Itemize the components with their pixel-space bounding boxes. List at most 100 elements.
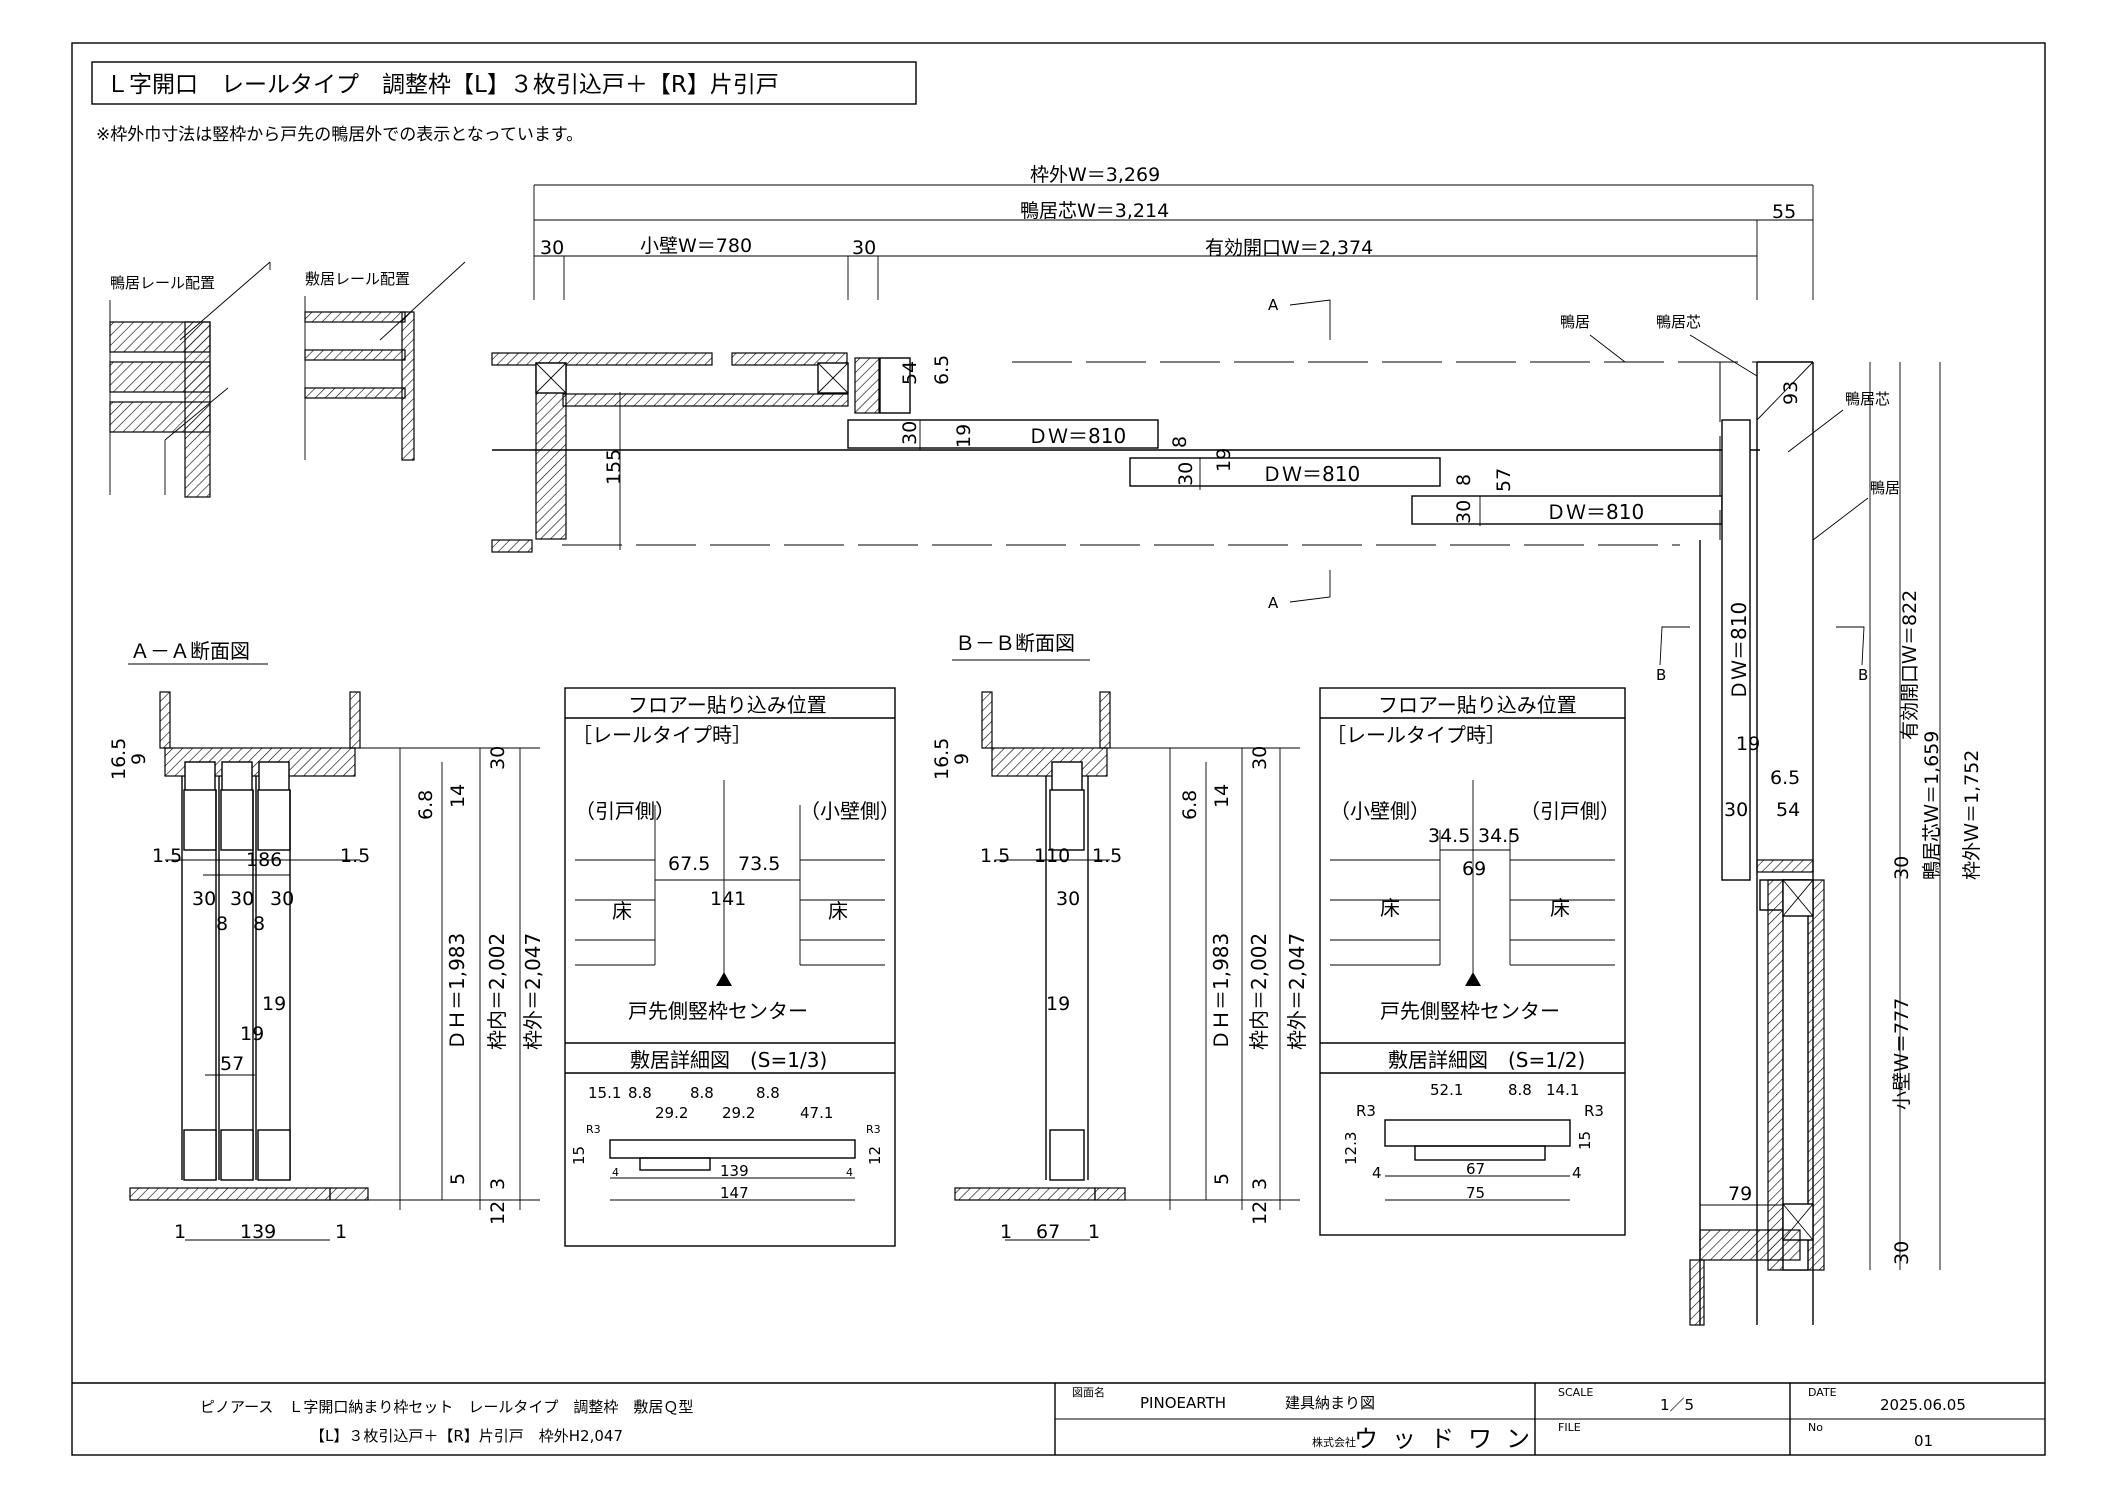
fl-47-1: 47.1 [800, 1104, 833, 1122]
bb-dim-30: 30 [1056, 888, 1080, 910]
aa-dim-1-5-right: 1.5 [340, 845, 370, 867]
bb-dim-3: 3 [1249, 1178, 1271, 1190]
floor-left-floor-r: 床 [828, 899, 848, 923]
right-small-wall-width: 小壁Ｗ＝777 [1891, 998, 1913, 1110]
section-bb-title: Ｂ－Ｂ断面図 [955, 631, 1075, 655]
right-dim-30-bottom: 30 [1891, 1241, 1913, 1265]
aa-door-height: ＤＨ＝1,983 [445, 933, 469, 1050]
right-effective-width: 有効開口Ｗ＝822 [1899, 590, 1921, 740]
company-prefix: 株式会社 [1312, 1435, 1356, 1449]
aa-dim-1-right: 1 [335, 1221, 347, 1243]
aa-dim-30-1: 30 [192, 888, 216, 910]
plan-dim-57: 57 [1493, 468, 1515, 492]
drawing-name: 建具納まり図 [1285, 1394, 1375, 1412]
aa-dim-9: 9 [128, 753, 150, 765]
date-value: 2025.06.05 [1880, 1396, 1966, 1414]
kamoi-core-width-label: 鴨居芯W＝3,214 [1020, 200, 1169, 222]
fl-r3-right: R3 [866, 1123, 881, 1136]
fr-12-3: 12.3 [1342, 1132, 1360, 1165]
aa-dim-14: 14 [447, 784, 469, 808]
bb-dim-6-8: 6.8 [1179, 790, 1201, 820]
no-value: 01 [1914, 1432, 1933, 1450]
aa-frame-outer: 枠外＝2,047 [521, 933, 545, 1050]
fl-15-1: 15.1 [588, 1084, 621, 1102]
aa-dim-1-left: 1 [174, 1221, 186, 1243]
scale-label: SCALE [1558, 1386, 1593, 1399]
aa-dim-5: 5 [447, 1173, 469, 1185]
bb-dim-12: 12 [1249, 1201, 1271, 1225]
floor-right-floor-l: 床 [1380, 896, 1400, 920]
floor-left-subtitle: ［レールタイプ時］ [572, 723, 752, 747]
right-dim-54: 54 [1776, 799, 1800, 821]
bb-dim-5: 5 [1211, 1173, 1233, 1185]
fl-r3-left: R3 [586, 1123, 601, 1136]
bb-dim-1-right: 1 [1088, 1221, 1100, 1243]
aa-dim-19-2: 19 [240, 1023, 264, 1045]
title-block: ピノアース Ｌ字開口納まり枠セット レールタイプ 調整枠 敷居Ｑ型 【L】３枚引… [72, 1382, 2045, 1455]
floor-detail-right: フロアー貼り込み位置 ［レールタイプ時］ （小壁側） （引戸側） 34.5 34… [1319, 687, 1626, 1236]
plan-dim-30-a: 30 [899, 421, 921, 445]
section-marker-a-bottom: A [1268, 594, 1279, 612]
fr-8-8: 8.8 [1508, 1081, 1532, 1099]
floor-right-side-r: （引戸側） [1520, 799, 1620, 823]
floor-left-side-r: （小壁側） [800, 799, 900, 823]
plan-dim-6-5: 6.5 [931, 355, 953, 385]
right-dim-6-5: 6.5 [1770, 767, 1800, 789]
door-width-1: ＤＷ＝810 [1028, 424, 1126, 448]
plan-view: ＤＷ＝810 ＤＷ＝810 ＤＷ＝810 54 6.5 30 19 8 30 1… [491, 296, 1900, 684]
file-label: FILE [1558, 1421, 1581, 1434]
shiki-rail-diagram: 敷居レール配置 [304, 261, 466, 461]
plan-dim-19-b: 19 [1213, 448, 1235, 472]
bb-dim-1-5-left: 1.5 [980, 845, 1010, 867]
plan-dimensions: 枠外W＝3,269 鴨居芯W＝3,214 55 30 小壁W＝780 30 有効… [533, 164, 1814, 300]
fl-139: 139 [720, 1162, 749, 1180]
fl-8-8-c: 8.8 [756, 1084, 780, 1102]
door-width-2: ＤＷ＝810 [1262, 462, 1360, 486]
aa-dim-30-2: 30 [230, 888, 254, 910]
dim-30-mid: 30 [852, 237, 876, 259]
floor-right-subtitle: ［レールタイプ時］ [1326, 723, 1506, 747]
company-name: ウッドワン [1354, 1425, 1544, 1453]
bb-dim-110: 110 [1034, 845, 1070, 867]
title-desc-line2: 【L】３枚引込戸＋【R】片引戸 枠外H2,047 [310, 1427, 623, 1445]
fr-75: 75 [1466, 1184, 1485, 1202]
right-dim-79: 79 [1728, 1183, 1752, 1205]
fl-29-2-b: 29.2 [722, 1104, 755, 1122]
dim-30-left: 30 [540, 237, 564, 259]
scale-value: 1／5 [1660, 1396, 1694, 1414]
kamoi-label: 鴨居 [1560, 313, 1590, 331]
brand-name: PINOEARTH [1140, 1394, 1226, 1412]
bb-dim-30-top: 30 [1249, 746, 1271, 770]
drawing-name-label: 図面名 [1072, 1385, 1105, 1399]
fr-67: 67 [1466, 1160, 1485, 1178]
bb-dim-9: 9 [951, 753, 973, 765]
fr-r3-left: R3 [1356, 1102, 1376, 1120]
floor-left-detail-title: 敷居詳細図 (S=1/3) [630, 1048, 827, 1072]
bb-dim-1-left: 1 [1000, 1221, 1012, 1243]
section-marker-a-top: A [1268, 296, 1279, 314]
floor-detail-left: フロアー貼り込み位置 ［レールタイプ時］ （引戸側） （小壁側） 67.5 73… [564, 687, 900, 1247]
plan-dim-155: 155 [603, 449, 625, 485]
effective-opening-label: 有効開口W＝2,374 [1205, 237, 1373, 259]
fl-4-right: 4 [846, 1166, 853, 1179]
plan-dim-30-c: 30 [1453, 500, 1475, 524]
aa-dim-30-top: 30 [487, 746, 509, 770]
title-desc-line1: ピノアース Ｌ字開口納まり枠セット レールタイプ 調整枠 敷居Ｑ型 [200, 1398, 693, 1416]
right-door-width: ＤＷ＝810 [1727, 602, 1751, 700]
bb-dim-1-5-right: 1.5 [1092, 845, 1122, 867]
kamoi-label-2: 鴨居 [1870, 479, 1900, 497]
right-dim-30: 30 [1724, 799, 1748, 821]
aa-dim-6-8: 6.8 [415, 790, 437, 820]
kamoi-core-label: 鴨居芯 [1656, 313, 1701, 331]
fl-29-2-a: 29.2 [655, 1104, 688, 1122]
section-aa: Ａ－Ａ断面図 16.5 9 1.5 186 1.5 30 30 30 8 [108, 639, 545, 1243]
right-plan-view: ＤＷ＝810 19 6.5 30 54 79 有効開口Ｗ＝822 鴨居芯Ｗ＝1,… [1689, 362, 1983, 1326]
floor-right-detail-title: 敷居詳細図 (S=1/2) [1388, 1048, 1585, 1072]
floor-left-side-l: （引戸側） [575, 799, 675, 823]
fr-14-1: 14.1 [1546, 1081, 1579, 1099]
plan-dim-19-a: 19 [953, 424, 975, 448]
dimension-note: ※枠外巾寸法は竪枠から戸先の鴨居外での表示となっています。 [96, 125, 583, 145]
door-width-3: ＤＷ＝810 [1546, 500, 1644, 524]
fr-15: 15 [1576, 1131, 1594, 1150]
